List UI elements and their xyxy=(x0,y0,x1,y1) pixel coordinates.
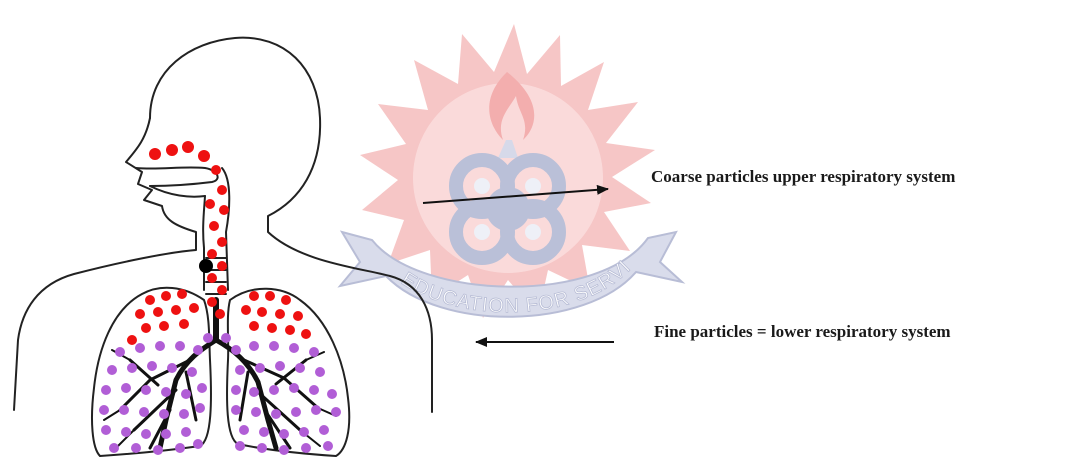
fine-particles-label: Fine particles = lower respiratory syste… xyxy=(654,322,951,342)
blocked-particle xyxy=(199,259,213,273)
university-emblem-watermark: EDUCATION FOR SERVICE xyxy=(0,0,682,318)
coarse-particles-label: Coarse particles upper respiratory syste… xyxy=(651,167,955,187)
bronchial-tree xyxy=(104,300,336,448)
